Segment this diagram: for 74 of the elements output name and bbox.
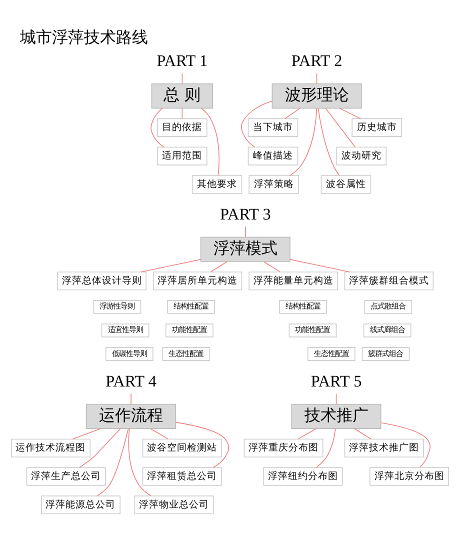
node-box: 运作技术流程图 [10, 438, 90, 458]
connector [354, 428, 372, 440]
diagram-title: 城市浮萍技术路线 [20, 27, 148, 46]
node-box: 波谷属性 [320, 175, 372, 194]
connector [290, 259, 350, 272]
connector [318, 108, 340, 176]
node-box: 结构性配置 [279, 300, 327, 314]
node-box: 当下城市 [248, 118, 298, 137]
node-box: 线式廊组合 [363, 324, 412, 338]
node-box: 总 则 [151, 83, 213, 109]
node-box: 浮萍租赁总公司 [142, 467, 222, 486]
node-box: 适宜性导则 [101, 324, 150, 338]
connector [290, 108, 318, 176]
connector [182, 108, 183, 120]
node-box: 浮萍北京分布图 [370, 467, 450, 486]
node-box: 浮萍技术推广图 [344, 438, 424, 458]
node-box: 浮萍物业总公司 [134, 496, 214, 514]
connector [380, 422, 430, 468]
node-box: 生态性配置 [307, 347, 356, 361]
node-box: 功能性配置 [166, 324, 214, 338]
node-box: 浮萍策略 [248, 175, 299, 194]
connector [298, 428, 316, 440]
connector [284, 108, 300, 120]
node-box: 技术推广 [291, 404, 382, 429]
node-box: 功能性配置 [288, 324, 337, 338]
node-box: 浮萍簇群组合模式 [344, 272, 434, 290]
node-box: 波形理论 [272, 83, 362, 109]
connector [336, 393, 337, 405]
node-text: PART 5 [310, 372, 362, 390]
connector [130, 393, 132, 405]
node-box: 峰值描述 [248, 146, 298, 166]
connector [150, 428, 169, 440]
connector [140, 259, 202, 272]
node-box: 簇群式组合 [362, 347, 410, 361]
connector [241, 100, 272, 148]
node-box: 浮萍居所单元构造 [152, 272, 242, 290]
node-text: PART 4 [106, 372, 156, 390]
connector [150, 108, 164, 148]
connector [316, 72, 318, 84]
connector [210, 261, 228, 272]
node-box: 生态性配置 [162, 347, 210, 361]
node-text: PART 2 [291, 52, 342, 70]
node-box: 历史城市 [352, 118, 402, 137]
connector [128, 428, 152, 496]
connector [339, 108, 361, 120]
node-box: 运作流程 [86, 404, 176, 429]
node-box: 其他要求 [192, 175, 242, 194]
node-box: 波动研究 [336, 146, 387, 166]
node-text: PART 1 [156, 52, 208, 70]
connector [176, 422, 230, 468]
connector [201, 108, 220, 176]
node-box: 结构性配置 [167, 300, 215, 314]
node-box: 目的依据 [157, 118, 208, 137]
connector [72, 428, 101, 440]
node-text: PART 3 [220, 205, 271, 224]
connector [96, 428, 129, 496]
connector [316, 428, 336, 468]
node-box: 低碳性导则 [105, 347, 154, 361]
connector [182, 72, 183, 84]
node-box: 浮萍纽约分布图 [263, 467, 343, 486]
connector [79, 428, 121, 468]
node-box: 浮萍模式 [200, 236, 290, 262]
node-box: 浮萍重庆分布图 [244, 438, 324, 458]
connector [245, 226, 246, 238]
node-box: 浮萍能量单元构造 [248, 272, 338, 290]
node-box: 浮萍总体设计导则 [57, 272, 146, 290]
node-box: 波谷空间检测站 [142, 438, 222, 458]
node-box: 点式散组合 [364, 300, 412, 314]
connector [263, 261, 281, 272]
node-box: 适用范围 [157, 146, 208, 166]
connector [325, 108, 356, 148]
node-box: 浮游性导则 [93, 300, 142, 314]
node-box: 浮萍能源总公司 [41, 496, 120, 514]
node-box: 浮萍生产总公司 [26, 467, 106, 486]
